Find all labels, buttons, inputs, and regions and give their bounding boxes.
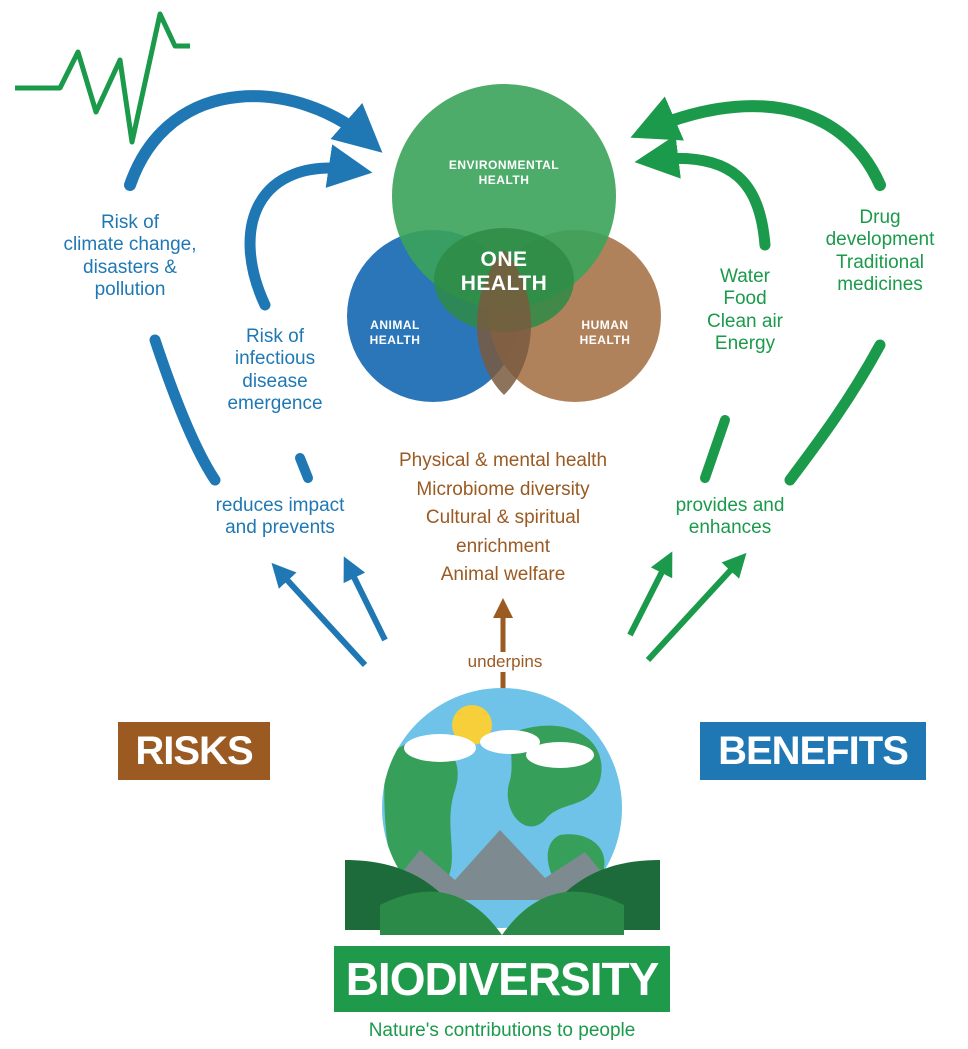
underpins-label: underpins <box>430 652 580 673</box>
benefit-up-arrow-2 <box>645 552 747 663</box>
benefit-resources-arrow <box>634 135 771 251</box>
human-health-label: HUMAN HEALTH <box>579 318 631 347</box>
environmental-health-label: ENVIRONMENTAL HEALTH <box>448 158 560 187</box>
biodiversity-box: BIODIVERSITY <box>334 946 670 1012</box>
benefits-box: BENEFITS <box>700 722 926 780</box>
one-health-label: ONE HEALTH <box>460 248 548 296</box>
risks-box: RISKS <box>118 722 270 780</box>
risk-climate-arrow <box>124 90 383 191</box>
heartbeat-line-icon <box>15 11 190 145</box>
biodiversity-subtitle: Nature's contributions to people <box>368 1020 636 1041</box>
animal-human-overlap <box>477 250 531 395</box>
risk-infectious-label: Risk of infectious disease emergence <box>227 326 323 415</box>
reduces-impact-label: reduces impact and prevents <box>215 495 345 539</box>
benefit-drug-lower-stroke <box>784 339 886 486</box>
benefit-resources-label: Water Food Clean air Energy <box>706 266 784 355</box>
earth-globe-icon <box>345 688 660 935</box>
risk-up-arrow-2 <box>343 556 388 642</box>
benefit-drug-arrow <box>630 96 886 191</box>
risk-infectious-arrow <box>244 144 373 311</box>
health-outcomes-list: Physical & mental health Microbiome dive… <box>398 450 608 585</box>
risk-infectious-lower-stroke <box>295 453 313 483</box>
benefit-up-arrow-1 <box>627 551 673 637</box>
risk-climate-lower-stroke <box>149 334 221 486</box>
provides-enhances-label: provides and enhances <box>675 495 785 539</box>
benefit-drug-label: Drug development Traditional medicines <box>825 207 935 296</box>
risk-climate-label: Risk of climate change, disasters & poll… <box>63 212 197 301</box>
benefit-resources-lower-stroke <box>700 415 730 483</box>
risk-up-arrow-1 <box>271 562 368 668</box>
animal-health-label: ANIMAL HEALTH <box>369 318 421 347</box>
